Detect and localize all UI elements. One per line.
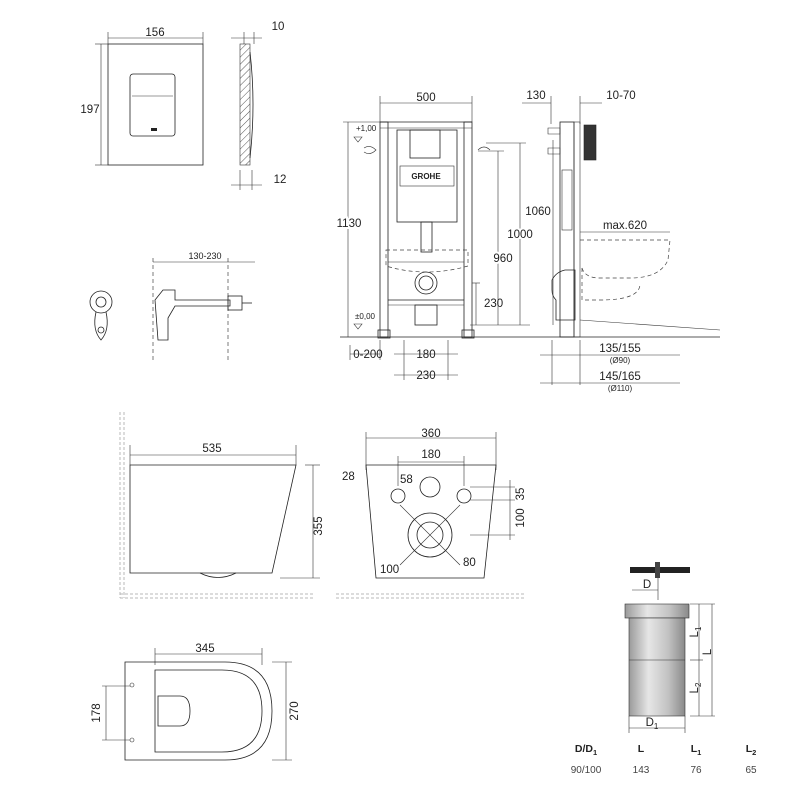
- v35-label: 35: [515, 488, 527, 501]
- flush-plate-outline: [107, 43, 204, 166]
- outlet2-label: 80: [463, 557, 476, 569]
- back-width-label: 360: [421, 428, 440, 440]
- range-label: 0-200: [353, 349, 382, 361]
- h960-label: 960: [493, 253, 512, 265]
- top-length-label: 345: [195, 643, 214, 655]
- frame-height-label: 1130: [337, 218, 362, 230]
- d1-sub-label: (Ø90): [610, 356, 631, 365]
- brand-label: GROHE: [411, 172, 441, 181]
- flush-plate-front: 156 197: [80, 27, 204, 166]
- d1-label: 135/155: [599, 343, 641, 355]
- table-header-d: D/D1: [575, 743, 597, 757]
- bowl-back-view: 360 180 28 58 35 100 100 80: [336, 428, 527, 599]
- max-label: max.620: [603, 220, 647, 232]
- v100-label: 100: [515, 508, 527, 527]
- wall-connector: 130-230: [89, 251, 255, 360]
- frame-side-view: 130 10-70 1060 max.620 135/155 (Ø90) 145…: [522, 90, 721, 393]
- h1000-label: 1000: [507, 229, 533, 241]
- h230-label: 230: [484, 298, 503, 310]
- side-range-label: 10-70: [606, 90, 635, 102]
- pipe-connector: D L1 L2 L D1: [624, 562, 715, 733]
- pipe-l-label: L: [702, 648, 714, 655]
- spacing-label: 180: [421, 449, 440, 461]
- outlet-label: 100: [380, 564, 399, 576]
- d2-sub-label: (Ø110): [608, 384, 633, 393]
- connector-range-label: 130-230: [188, 251, 221, 261]
- plate-depth-label: 12: [274, 174, 287, 186]
- table-cell-l2: 65: [745, 765, 757, 776]
- plate-height-label: 197: [80, 104, 99, 116]
- table-header-l2: L2: [746, 743, 757, 757]
- flush-plate-side: 10 12: [231, 21, 286, 190]
- table-cell-l: 143: [633, 765, 650, 776]
- w230-label: 230: [416, 370, 435, 382]
- d2-label: 145/165: [599, 371, 641, 383]
- bowl-length-label: 535: [202, 443, 221, 455]
- pipe-l2-label: L2: [689, 682, 703, 693]
- table-header-l1: L1: [691, 743, 702, 757]
- bowl-top-view: 345 178 270: [91, 643, 301, 761]
- frame-front-view: 500 GROHE +1,00 ±0,00: [335, 92, 720, 382]
- frame-width-label: 500: [416, 92, 435, 104]
- bowl-side-view: 535 355: [119, 412, 325, 599]
- plate-width-label: 156: [145, 27, 164, 39]
- pipe-l1-label: L1: [689, 626, 703, 637]
- table-cell-d: 90/100: [571, 765, 602, 776]
- dimension-table: D/D1 L L1 L2 90/100 143 76 65: [571, 743, 757, 776]
- table-cell-l1: 76: [690, 765, 702, 776]
- plate-thickness-label: 10: [272, 21, 285, 33]
- top-width-label: 270: [289, 701, 301, 720]
- pipe-d1-label: D1: [646, 717, 659, 731]
- w180-label: 180: [416, 349, 435, 361]
- bowl-height-label: 355: [313, 516, 325, 535]
- side-height-label: 1060: [525, 206, 551, 218]
- diameter-label: 58: [400, 474, 413, 486]
- flush-button-outline: [129, 73, 176, 137]
- pipe-d-label: D: [643, 579, 651, 591]
- side-depth-label: 130: [526, 90, 545, 102]
- table-header-l: L: [638, 743, 645, 755]
- hole-label: 28: [342, 471, 355, 483]
- seat-label: 178: [91, 703, 103, 722]
- level-top-label: +1,00: [356, 124, 377, 133]
- level-bottom-label: ±0,00: [355, 312, 376, 321]
